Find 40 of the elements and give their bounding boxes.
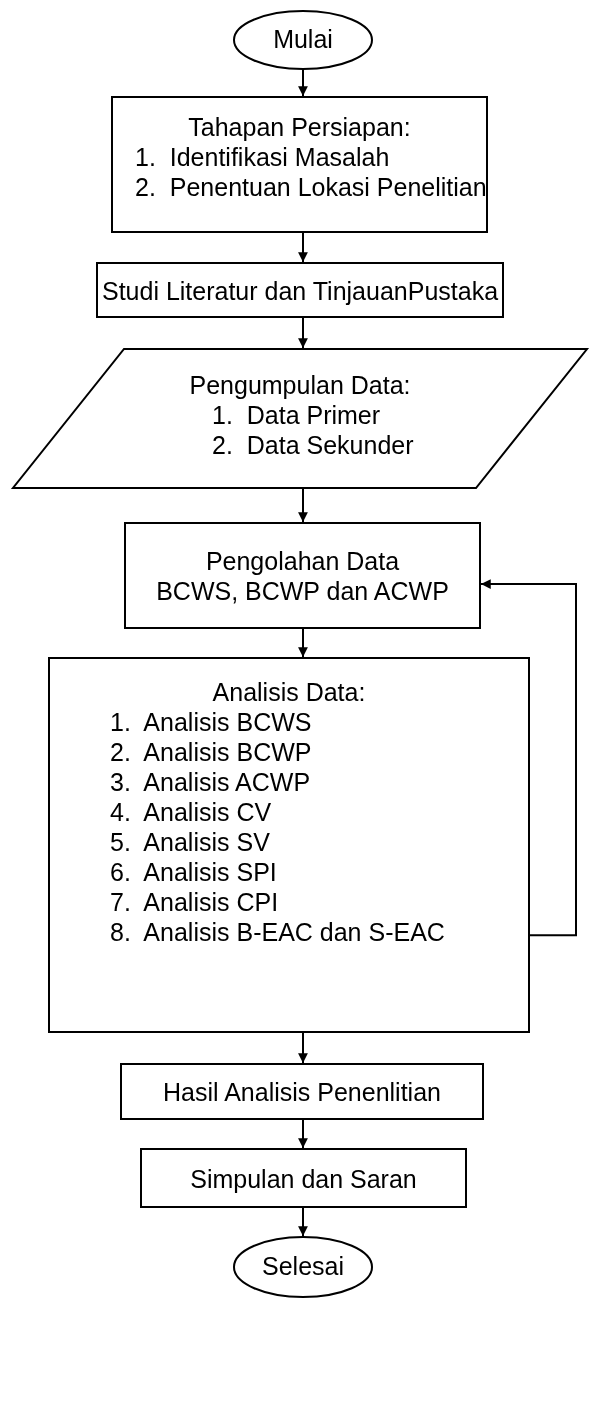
arrow (298, 69, 308, 97)
list-item: 7. Analisis CPI (109, 887, 280, 917)
list-item: 8. Analisis B-EAC dan S-EAC (109, 917, 446, 947)
process-box (111, 96, 488, 233)
node-heading: Tahapan Persiapan: (187, 112, 412, 142)
arrow (298, 488, 308, 523)
process-box (96, 262, 504, 318)
list-item: 1. Identifikasi Masalah (134, 142, 391, 172)
arrow (298, 317, 308, 349)
list-item: 6. Analisis SPI (109, 857, 278, 887)
list-item: 2. Analisis BCWP (109, 737, 313, 767)
arrow (298, 232, 308, 263)
node-label: Studi Literatur dan TinjauanPustaka (100, 276, 500, 306)
data-parallelogram (12, 348, 588, 489)
feedback-arrow (480, 579, 577, 937)
list-item: 4. Analisis CV (109, 797, 273, 827)
process-box (120, 1063, 484, 1120)
node-label: Pengolahan Data (204, 546, 401, 576)
list-item: 3. Analisis ACWP (109, 767, 312, 797)
list-item: 2. Penentuan Lokasi Penelitian (134, 172, 486, 202)
list-item: 5. Analisis SV (109, 827, 271, 857)
list-item: 1. Analisis BCWS (109, 707, 313, 737)
list-item: 2. Data Sekunder (211, 430, 415, 460)
node-label: Hasil Analisis Penenlitian (162, 1077, 442, 1107)
arrow (298, 628, 308, 658)
arrow (298, 1119, 308, 1149)
process-box (124, 522, 481, 629)
node-label: BCWS, BCWP dan ACWP (155, 576, 450, 606)
arrow (298, 1032, 308, 1064)
terminal-ellipse (233, 1236, 373, 1298)
list-item: 1. Data Primer (211, 400, 382, 430)
node-label: Selesai (261, 1251, 345, 1281)
process-box (48, 657, 530, 1033)
node-label: Mulai (272, 24, 334, 54)
arrow (298, 1207, 308, 1237)
terminal-ellipse (233, 10, 373, 70)
process-box (140, 1148, 467, 1208)
node-heading: Analisis Data: (211, 677, 367, 707)
node-label: Simpulan dan Saran (189, 1164, 418, 1194)
node-heading: Pengumpulan Data: (188, 370, 412, 400)
